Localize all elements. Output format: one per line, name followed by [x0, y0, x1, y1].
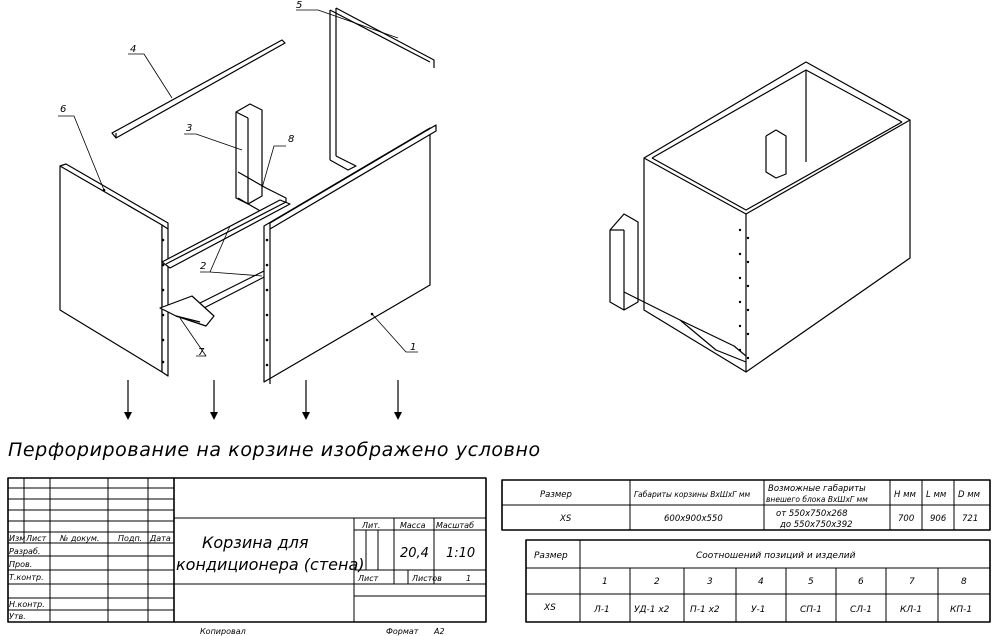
pt-pos-6: 6: [858, 577, 864, 587]
tb-listov: 1: [466, 574, 471, 583]
pt-pos-4: 4: [758, 577, 764, 587]
tb-role-prov: Пров.: [9, 560, 32, 569]
st-row-to: до 550х750х392: [779, 520, 853, 530]
st-header-d: D мм: [958, 490, 981, 500]
pt-size: XS: [543, 603, 556, 613]
callout-8: 8: [288, 134, 294, 145]
tb-lit-label: Лит.: [361, 521, 380, 530]
pt-item-1: Л-1: [593, 605, 610, 615]
perforation-note: Перфорирование на корзине изображено усл…: [8, 439, 541, 461]
st-row-dims: 600х900х550: [664, 514, 723, 524]
callout-3: 3: [186, 123, 192, 134]
part-2-rails: [159, 199, 291, 327]
leader-lines: [58, 9, 418, 357]
part-6-left-panel: [59, 163, 169, 377]
st-header-l: L мм: [926, 490, 947, 500]
callout-7: 7: [198, 347, 205, 358]
assembled-view: [609, 61, 911, 373]
tb-massa: 20,4: [400, 546, 429, 561]
st-header-size: Размер: [540, 490, 572, 500]
tb-list-label: Лист: [357, 574, 379, 583]
exploded-view: [58, 7, 437, 420]
callout-2a: 2: [200, 261, 206, 272]
pt-item-8: КП-1: [950, 605, 972, 615]
title-block-frame: [7, 477, 487, 623]
tb-role-utv: Утв.: [9, 612, 26, 621]
tb-header-podp: Подп.: [118, 534, 142, 543]
pt-item-2: УД-1 х2: [634, 605, 670, 615]
st-row-d: 721: [962, 514, 978, 524]
direction-arrows: [124, 380, 402, 420]
part-4-top-rail: [111, 39, 286, 139]
tb-kopiroval: Копировал: [200, 627, 246, 636]
pt-pos-3: 3: [707, 577, 713, 587]
size-table-frame: [501, 479, 991, 531]
callout-4: 4: [130, 44, 136, 55]
tb-listov-label: Листов: [411, 574, 442, 583]
pt-item-6: СЛ-1: [850, 605, 872, 615]
tb-masshtab: 1:10: [446, 546, 475, 561]
pt-pos-2: 2: [654, 577, 660, 587]
part-5-back-frame: [329, 7, 435, 171]
tb-format-label: Формат: [386, 627, 419, 636]
pt-item-4: У-1: [751, 605, 765, 615]
tb-title-line1: Корзина для: [202, 533, 309, 552]
pt-size-header: Размер: [534, 551, 568, 561]
st-header-h: H мм: [894, 490, 917, 500]
pt-pos-8: 8: [961, 577, 967, 587]
callout-6: 6: [60, 104, 66, 115]
part-1-front-panel: [263, 124, 437, 384]
pt-pos-1: 1: [602, 577, 608, 587]
tb-role-nkontr: Н.контр.: [9, 600, 45, 609]
tb-role-tkontr: Т.контр.: [9, 573, 44, 582]
st-row-h: 700: [898, 514, 914, 524]
tb-header-data: Дата: [149, 534, 171, 543]
pt-item-5: СП-1: [800, 605, 822, 615]
tb-header-izm: Изм: [9, 534, 25, 543]
st-header-possible-2: внешего блока ВхШхГ мм: [766, 495, 868, 504]
pt-pos-7: 7: [909, 577, 915, 587]
callout-1: 1: [410, 342, 416, 353]
st-header-dims: Габариты корзины ВхШхГ мм: [634, 490, 751, 499]
tb-role-razrab: Разраб.: [9, 547, 40, 556]
tb-masshtab-label: Масштаб: [436, 521, 474, 530]
tb-format: A2: [433, 627, 445, 636]
tb-header-ndoc: № докум.: [59, 534, 99, 543]
tb-header-list: Лист: [25, 534, 47, 543]
pt-item-7: КЛ-1: [900, 605, 922, 615]
pt-title: Соотношений позиций и изделий: [696, 551, 856, 561]
st-row-l: 906: [930, 514, 947, 524]
pt-item-3: П-1 х2: [690, 605, 720, 615]
st-row-size: XS: [559, 514, 572, 524]
part-3-upright: [235, 103, 287, 213]
st-row-from: от 550х750х268: [776, 509, 848, 519]
parts-table-frame: [525, 539, 991, 623]
st-header-possible-1: Возможные габариты: [768, 484, 866, 494]
tb-massa-label: Масса: [400, 521, 426, 530]
callout-5: 5: [296, 0, 302, 11]
pt-pos-5: 5: [808, 577, 814, 587]
tb-title-line2: кондиционера (стена): [176, 555, 365, 574]
